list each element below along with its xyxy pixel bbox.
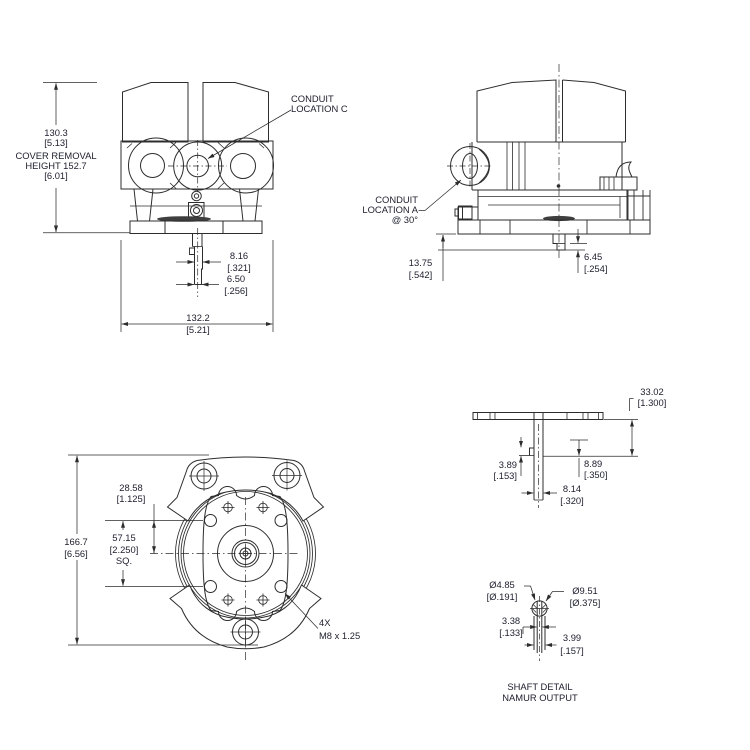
namur-shaft-detail-drawing xyxy=(522,585,564,661)
bottom-height-dim-label: 166.7 [6.56] xyxy=(64,536,88,559)
conduit-location-c-label: CONDUIT LOCATION C xyxy=(291,93,348,114)
front-width-dim-label: 132.2 [5.21] xyxy=(186,312,210,335)
side-view-dimensions xyxy=(418,179,587,281)
tip-width-dim-label: 3.99 [.157] xyxy=(560,632,584,656)
slot-width-dim-label: 3.38 [.133] xyxy=(499,615,523,638)
conduit-c-centerlines xyxy=(168,140,227,192)
bottom-half-square-dim-label: 28.58 [1.125] xyxy=(116,482,146,504)
hatch-lines xyxy=(532,604,547,613)
front-height-dim-label: 130.3 [5.13] COVER REMOVAL HEIGHT 152.7 … xyxy=(15,127,97,181)
plate-shaft-width-dim-label: 8.14 [.320] xyxy=(560,483,584,506)
side-base-to-tip-dim-label: 13.75 [.542] xyxy=(408,257,433,280)
front-shaft-upper-dim-label: 8.16 [.321] xyxy=(227,250,251,273)
side-tip-dim-label: 6.45 [.254] xyxy=(584,251,608,274)
shaft-detail-dimensions xyxy=(522,585,564,648)
bottom-view-dimensions xyxy=(68,454,319,646)
gasket-shadow xyxy=(157,216,211,222)
plate-width-dim-label: 33.02 [1.300] xyxy=(637,386,667,408)
conduit-location-a-label: CONDUIT LOCATION A @ 30° xyxy=(362,194,418,225)
cover-screws xyxy=(221,501,270,607)
front-shaft-lower-dim-label: 6.50 [.256] xyxy=(224,273,248,296)
bolt-note-label: 4X M8 x 1.25 xyxy=(319,617,361,641)
front-view-drawing xyxy=(43,82,292,332)
indicator-plate-detail-drawing xyxy=(472,398,638,508)
plate-depth-dim-label: 8.89 [.350] xyxy=(584,458,608,480)
shaft-detail-caption: SHAFT DETAIL NAMUR OUTPUT xyxy=(502,681,578,703)
plate-slot-dim-label: 3.89 [.153] xyxy=(493,459,517,481)
bottom-view-drawing xyxy=(68,454,325,661)
pin-diameter-label: Ø4.85 [Ø.191] xyxy=(486,579,518,602)
bottom-square-dim-label: 57.15 [2.250] SQ. xyxy=(109,532,139,566)
side-view-drawing xyxy=(418,64,651,281)
plate-detail-dimensions xyxy=(518,398,638,496)
front-view-dimensions xyxy=(43,82,292,332)
m8-holes xyxy=(204,514,288,593)
shaft-diameter-label: Ø9.51 [Ø.375] xyxy=(569,585,601,608)
